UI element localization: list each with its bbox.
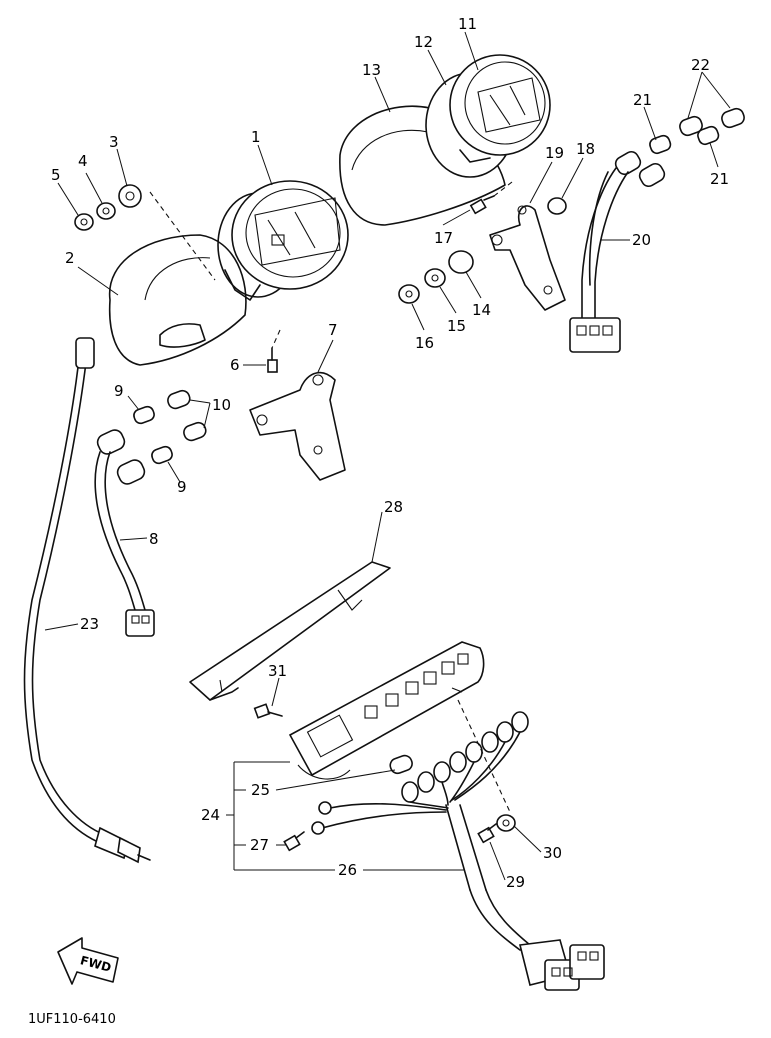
nut-16 — [398, 284, 420, 304]
nut-5 — [74, 213, 94, 231]
speedometer-cable-23 — [23, 337, 151, 864]
callout-2: 2 — [65, 249, 75, 267]
grommet-18 — [547, 197, 567, 215]
bulb-21a — [649, 134, 672, 155]
callout-6: 6 — [230, 356, 240, 374]
callout-1: 1 — [251, 128, 261, 146]
bulb-22b — [721, 107, 745, 129]
grommet-3 — [118, 184, 142, 208]
callout-30: 30 — [543, 844, 562, 862]
harness-8 — [94, 429, 155, 637]
washer-30 — [496, 814, 516, 832]
callout-18: 18 — [576, 140, 595, 158]
callout-23: 23 — [80, 615, 99, 633]
callout-5: 5 — [51, 166, 61, 184]
callout-22: 22 — [691, 56, 710, 74]
callout-27: 27 — [250, 836, 269, 854]
bulb-9b — [151, 445, 173, 465]
bracket-7 — [249, 371, 346, 481]
callout-13: 13 — [362, 61, 381, 79]
callout-4: 4 — [78, 152, 88, 170]
gauge-11 — [425, 54, 551, 178]
callout-14: 14 — [472, 301, 491, 319]
bulb-9a — [133, 405, 155, 425]
screw-31 — [253, 703, 283, 719]
grommet-14 — [448, 250, 474, 274]
meter-cup-13 — [339, 105, 506, 226]
callout-11: 11 — [458, 15, 477, 33]
screw-29 — [477, 823, 497, 844]
leader-lines — [44, 31, 731, 881]
callout-16: 16 — [415, 334, 434, 352]
washer-15 — [424, 268, 446, 288]
bulb-25 — [389, 754, 413, 775]
callout-3: 3 — [109, 133, 119, 151]
screw-27 — [283, 831, 305, 852]
callout-24: 24 — [201, 806, 220, 824]
callout-7: 7 — [328, 321, 338, 339]
bracket-19 — [489, 205, 566, 311]
callout-29: 29 — [506, 873, 525, 891]
forward-arrow-icon — [57, 937, 119, 985]
harness-20 — [569, 150, 666, 353]
washer-4 — [96, 202, 116, 220]
callout-15: 15 — [447, 317, 466, 335]
screw-17 — [469, 195, 495, 215]
callout-9b: 9 — [177, 478, 187, 496]
cover-28 — [189, 561, 391, 701]
callout-8: 8 — [149, 530, 159, 548]
callout-21b: 21 — [710, 170, 729, 188]
harness-26 — [311, 711, 605, 991]
drawing-code: 1UF110-6410 — [28, 1012, 116, 1027]
callout-19: 19 — [545, 144, 564, 162]
callout-17: 17 — [434, 229, 453, 247]
callout-9a: 9 — [114, 382, 124, 400]
callout-26: 26 — [338, 861, 357, 879]
callout-10: 10 — [212, 396, 231, 414]
bulb-10b — [183, 421, 207, 442]
bulb-21b — [697, 125, 720, 146]
callout-31: 31 — [268, 662, 287, 680]
callout-12: 12 — [414, 33, 433, 51]
bulb-10a — [167, 389, 191, 410]
meter-cup-2 — [108, 234, 247, 366]
speedometer-1 — [217, 180, 349, 301]
callout-labels: 1 2 3 4 5 6 7 8 9 10 9 11 12 13 14 15 16… — [51, 15, 729, 891]
bulb-22a — [679, 115, 703, 137]
callout-21a: 21 — [633, 91, 652, 109]
fwd-label: FWD — [79, 953, 113, 975]
screw-6 — [267, 347, 278, 373]
callout-25: 25 — [251, 781, 270, 799]
indicator-panel-24 — [288, 641, 485, 780]
callout-20: 20 — [632, 231, 651, 249]
callout-28: 28 — [384, 498, 403, 516]
